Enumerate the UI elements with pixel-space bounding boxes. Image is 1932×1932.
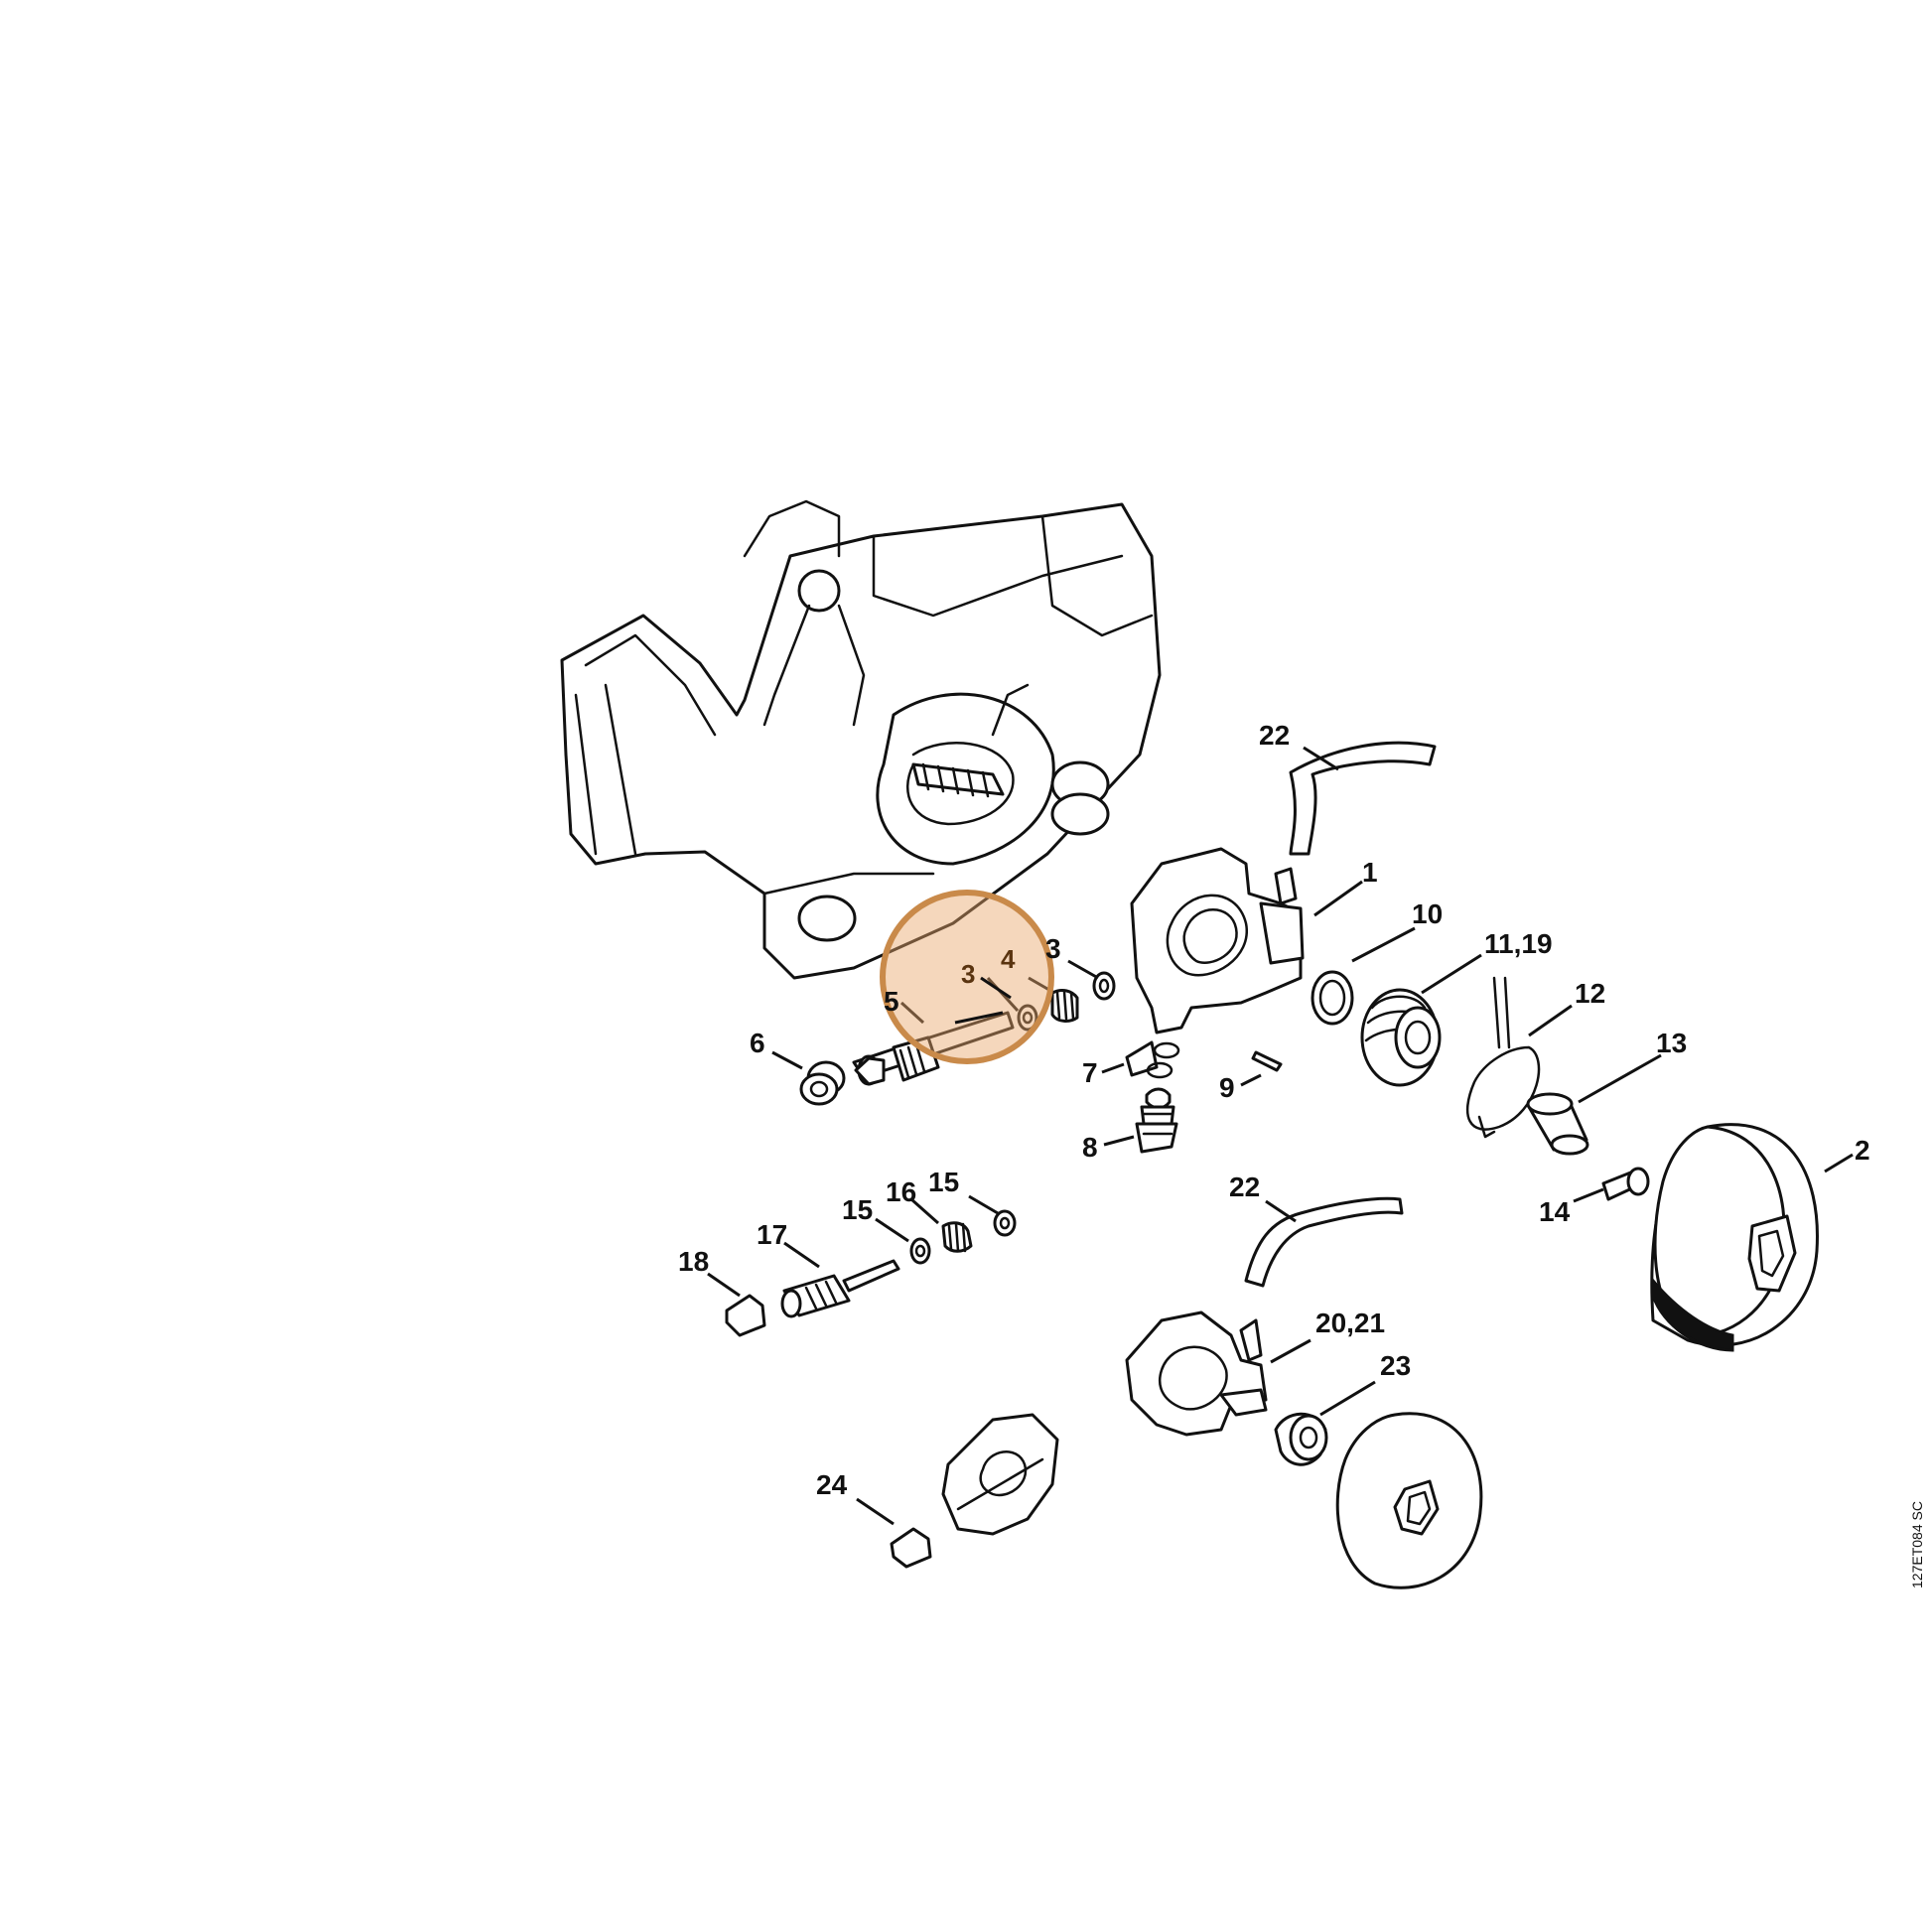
callout-labels: 22 1 10 11,19 12 13 2 14 3 5 6 7 8 9 15 … — [678, 720, 1870, 1500]
crankcase-housing — [560, 499, 1162, 980]
pin — [1251, 1050, 1283, 1072]
bearing-sleeve — [1526, 1092, 1589, 1156]
washer-spring-group — [1017, 971, 1116, 1032]
callout-15-left: 15 — [842, 1194, 873, 1225]
clutch-drum-upper — [1650, 1123, 1819, 1352]
callout-12: 12 — [1575, 978, 1605, 1009]
lower-spring — [941, 1221, 973, 1253]
callout-9: 9 — [1219, 1072, 1235, 1103]
oil-pump-housing — [1130, 847, 1305, 1035]
callout-14: 14 — [1539, 1196, 1571, 1227]
callout-6: 6 — [750, 1028, 765, 1058]
highlight-circle — [880, 890, 1054, 1064]
callout-10: 10 — [1412, 898, 1443, 929]
callout-1: 1 — [1362, 857, 1378, 888]
plug-cap — [799, 1060, 846, 1106]
callout-5: 5 — [884, 986, 899, 1017]
callout-16: 16 — [886, 1176, 916, 1207]
callout-15-right: 15 — [928, 1167, 959, 1197]
clutch-drum-lower — [1335, 1412, 1483, 1589]
callout-20-21: 20,21 — [1315, 1308, 1385, 1338]
bush-lower — [1274, 1412, 1328, 1466]
callout-11-19: 11,19 — [1484, 928, 1553, 959]
pump-cover — [941, 1413, 1059, 1536]
callout-18: 18 — [678, 1246, 709, 1277]
callout-13: 13 — [1656, 1028, 1687, 1058]
leader-lines — [707, 746, 1854, 1526]
bottom-cap — [890, 1527, 932, 1569]
seal-ring — [1311, 970, 1354, 1026]
callout-7: 7 — [1082, 1057, 1098, 1088]
pump-piston — [852, 1011, 1015, 1086]
oil-hose-lower — [1244, 1196, 1404, 1288]
oil-hose-upper — [1289, 741, 1437, 856]
highlight-label-4: 4 — [1001, 944, 1016, 974]
callout-23: 23 — [1380, 1350, 1411, 1381]
screw — [1601, 1167, 1650, 1201]
worm-gear — [1360, 988, 1442, 1087]
spring-clip — [1465, 976, 1541, 1139]
callout-24: 24 — [816, 1469, 848, 1500]
lower-piston — [780, 1259, 900, 1318]
callout-17: 17 — [757, 1219, 787, 1250]
callout-2: 2 — [1855, 1135, 1870, 1166]
lower-cap — [725, 1294, 766, 1337]
intake-nozzle — [1135, 1087, 1178, 1154]
callout-22-lower: 22 — [1229, 1172, 1260, 1202]
reference-code: 127ET084 SC — [1909, 1501, 1925, 1588]
callout-8: 8 — [1082, 1132, 1098, 1163]
lower-washer-right — [993, 1209, 1017, 1237]
callout-3: 3 — [1045, 933, 1061, 964]
valve-plate — [1125, 1040, 1180, 1079]
oil-pump-lower — [1125, 1311, 1268, 1437]
highlight-label-3: 3 — [961, 959, 975, 989]
lower-washer-left — [909, 1237, 931, 1265]
callout-22-upper: 22 — [1259, 720, 1290, 751]
